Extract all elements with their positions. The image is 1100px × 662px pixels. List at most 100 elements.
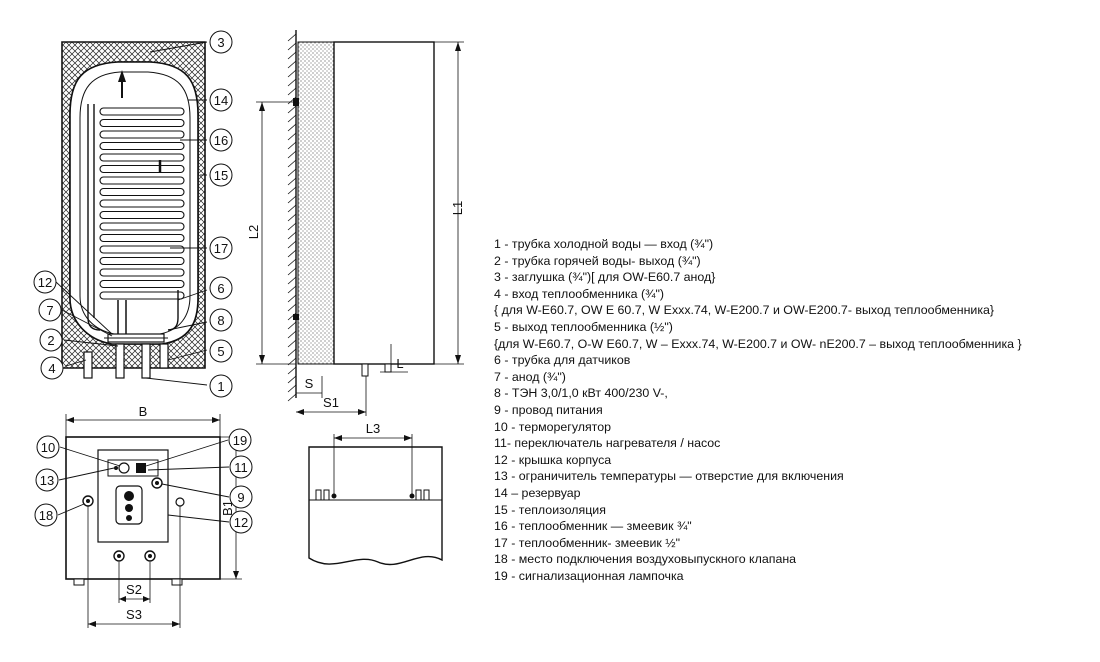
dim-L: L	[396, 356, 403, 371]
svg-text:1: 1	[217, 379, 224, 394]
coil-loop	[99, 107, 185, 116]
coil-loop	[99, 222, 185, 231]
coil-loop	[99, 256, 185, 266]
dim-B1: B1	[220, 500, 235, 516]
callout-11: 11	[229, 455, 253, 479]
callout-9: 9	[229, 485, 253, 509]
wall-hatch-line	[287, 204, 297, 213]
wall-hatch-line	[287, 348, 297, 357]
wall-hatch-line	[287, 33, 297, 42]
wall-hatch-line	[287, 150, 297, 159]
svg-text:19: 19	[233, 433, 247, 448]
coil-loop	[99, 164, 185, 174]
svg-text:14: 14	[214, 93, 228, 108]
legend-item-10: 10 - терморегулятор	[494, 419, 612, 434]
dim-S2: S2	[126, 582, 142, 597]
coil-loop	[99, 153, 185, 162]
wall-hatch-line	[287, 222, 297, 231]
callout-circles: 3 14 16 15 17 6 8 5 1 12 7 2 4	[33, 30, 233, 398]
svg-text:10: 10	[41, 440, 55, 455]
coil-loop	[99, 245, 185, 254]
detail-view-L3: L3	[308, 421, 443, 566]
leader-lines	[55, 41, 208, 386]
wall-hatch-line	[287, 78, 297, 87]
dim-L2: L2	[246, 225, 261, 239]
legend-item-19: 19 - сигнализационная лампочка	[494, 568, 684, 583]
dim-L1: L1	[450, 201, 465, 215]
callout-12: 12	[33, 270, 57, 294]
coil-loop	[99, 291, 185, 300]
wall-hatch-line	[287, 168, 297, 177]
coil-loop	[99, 210, 185, 220]
legend-item-7: 7 - анод (¾")	[494, 369, 566, 384]
dim-S1: S1	[323, 395, 339, 410]
wall-hatch-line	[287, 87, 297, 96]
svg-text:8: 8	[217, 313, 224, 328]
svg-text:9: 9	[237, 490, 244, 505]
callout-5: 5	[209, 339, 233, 363]
svg-text:18: 18	[39, 508, 53, 523]
callout-14: 14	[209, 88, 233, 112]
wall-hatch-line	[287, 186, 297, 195]
dim-S: S	[305, 376, 314, 391]
wall-hatch-line	[287, 294, 297, 303]
wall-hatch-line	[287, 249, 297, 258]
legend-item-8: 8 - ТЭН 3,0/1,0 кВт 400/230 V-,	[494, 386, 668, 401]
wall-hatch-line	[287, 384, 297, 393]
svg-text:4: 4	[48, 361, 55, 376]
callout-18: 18	[34, 503, 58, 527]
wall-hatch-line	[287, 177, 297, 186]
wall-hatch-line	[287, 69, 297, 78]
wall-hatch-line	[287, 141, 297, 150]
svg-text:7: 7	[46, 303, 53, 318]
wall-hatch-line	[287, 375, 297, 384]
svg-text:12: 12	[234, 515, 248, 530]
dim-S3: S3	[126, 607, 142, 622]
legend-item-15: 15 - теплоизоляция	[494, 502, 606, 517]
callout-4: 4	[40, 356, 64, 380]
wall-hatch-line	[287, 303, 297, 312]
legend-item-14: 14 – резервуар	[494, 485, 581, 500]
wall-hatch-line	[287, 267, 297, 276]
callout-17: 17	[209, 236, 233, 260]
coil-loop	[99, 268, 185, 277]
svg-text:11: 11	[234, 460, 248, 475]
callout-6: 6	[209, 276, 233, 300]
coil-loop	[99, 118, 185, 128]
callout-13: 13	[35, 468, 59, 492]
wall-hatch-line	[287, 330, 297, 339]
callout-3: 3	[209, 30, 233, 54]
legend-item-18: 18 - место подключения воздуховыпускного…	[494, 552, 797, 567]
legend-item-16: 16 - теплообменник — змеевик ¾"	[494, 519, 692, 534]
wall-hatch-line	[287, 51, 297, 60]
legend-item-5-note: {для W-E60.7, O-W E60.7, W – Exxx.74, W-…	[494, 336, 1022, 351]
wall-hatch-line	[287, 276, 297, 285]
callout-15: 15	[209, 163, 233, 187]
legend-item-4: 4 - вход теплообменника (¾")	[494, 286, 664, 301]
wall-hatch-line	[287, 132, 297, 141]
wall-hatch-line	[287, 123, 297, 132]
callout-19: 19	[228, 428, 252, 452]
callout-16: 16	[209, 128, 233, 152]
coil-loop	[99, 279, 185, 289]
legend-list: 1 - трубка холодной воды — вход (¾") 2 -…	[494, 236, 1094, 584]
svg-text:3: 3	[217, 35, 224, 50]
wall-hatch-line	[287, 60, 297, 69]
legend-item-1: 1 - трубка холодной воды — вход (¾")	[494, 237, 714, 251]
legend-item-12: 12 - крышка корпуса	[494, 452, 612, 467]
legend-item-5: 5 - выход теплообменника (½")	[494, 319, 673, 334]
callout-7: 7	[38, 298, 62, 322]
coil-loop	[99, 199, 185, 208]
legend-item-2: 2 - трубка горячей воды- выход (¾")	[494, 253, 701, 268]
callout-10: 10	[36, 435, 60, 459]
callout-1: 1	[209, 374, 233, 398]
callout-12b: 12	[229, 510, 253, 534]
coil-loop	[99, 130, 185, 139]
legend-item-3: 3 - заглушка (¾")[ для OW-E60.7 анод}	[494, 270, 716, 285]
svg-text:17: 17	[214, 241, 228, 256]
svg-text:12: 12	[38, 275, 52, 290]
wall-hatch-line	[287, 231, 297, 240]
dim-L3: L3	[366, 421, 380, 436]
heat-exchanger-coil	[99, 107, 185, 300]
